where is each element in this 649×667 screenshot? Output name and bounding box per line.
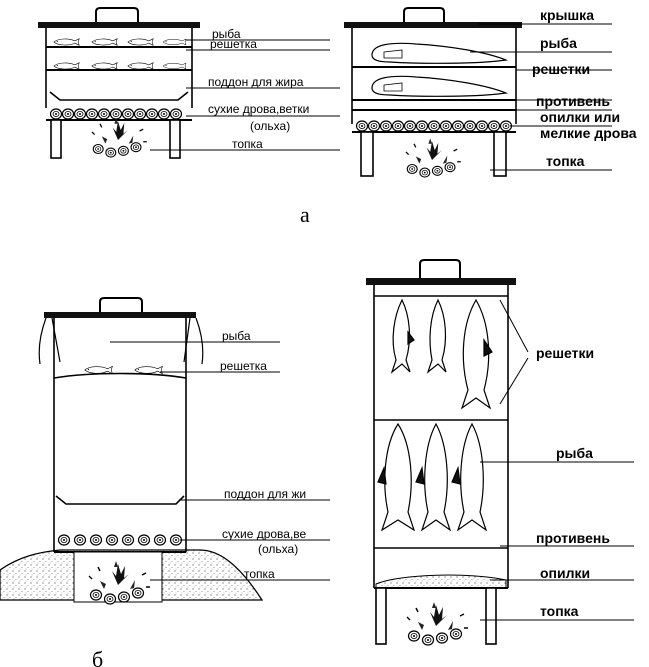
label-sawdust-1: опилки или	[540, 109, 620, 125]
fish-lower	[371, 75, 509, 97]
label-fish: рыба	[212, 27, 241, 41]
leg-right	[493, 131, 507, 177]
lid	[344, 22, 522, 28]
label-fish: рыба	[556, 445, 593, 461]
label-firebox: топка	[546, 153, 585, 169]
fat-tray	[55, 495, 185, 505]
fish-row-upper	[390, 298, 493, 410]
label-baking-tray: противень	[536, 530, 610, 546]
smoker-b-right: решетки рыба противень опилки топка	[366, 259, 634, 645]
label-grates: решетки	[532, 61, 590, 77]
fish-row-lower	[377, 422, 488, 532]
fire-icon	[92, 118, 147, 157]
figure-letter-a: а	[300, 202, 310, 227]
label-fat-tray: поддон для жи	[224, 487, 306, 501]
smoker-a-right: крышка рыба решетки противень опилки или…	[344, 7, 637, 177]
label-sawdust-2: мелкие дрова	[540, 125, 637, 141]
leg-left	[50, 119, 62, 159]
label-firebox: топка	[232, 137, 263, 151]
fish-row	[84, 366, 163, 374]
label-firebox: топка	[244, 567, 275, 581]
fire-icon	[406, 138, 461, 177]
wood-logs	[57, 534, 183, 546]
figure-letter-b: б	[92, 647, 103, 667]
label-lid: крышка	[540, 7, 594, 23]
label-fat-tray: поддон для жира	[208, 75, 304, 89]
label-grates: решетки	[536, 345, 594, 361]
lid-handle	[95, 7, 139, 22]
label-sawdust: опилки	[540, 565, 590, 581]
lid	[38, 22, 200, 28]
label-alder: (ольха)	[258, 542, 298, 556]
sawdust-pile	[375, 574, 507, 589]
sawdust-logs	[355, 120, 513, 132]
label-fish: рыба	[540, 35, 577, 51]
fish-upper	[371, 42, 509, 64]
fish-row-lower	[53, 62, 187, 70]
fish-row-upper	[53, 38, 187, 46]
label-firebox: топка	[540, 603, 579, 619]
smoker-b-left: рыба решетка поддон для жи сухие дрова,в…	[0, 297, 330, 604]
leg-left	[375, 587, 387, 645]
wood-logs	[49, 108, 183, 120]
lid	[44, 312, 196, 318]
lid-handle	[99, 297, 143, 312]
leg-right	[169, 119, 181, 159]
grate	[53, 372, 187, 379]
fat-tray	[49, 91, 189, 101]
label-grate: решетка	[220, 359, 267, 373]
leg-right	[485, 587, 497, 645]
lid-handle	[403, 7, 445, 22]
leg-left	[360, 131, 374, 177]
lid-handle	[419, 259, 461, 278]
lid	[366, 278, 516, 285]
label-alder: (ольха)	[250, 119, 290, 133]
label-baking-tray: противень	[536, 93, 610, 109]
label-dry-wood: сухие дрова,ветки	[208, 102, 309, 116]
smoker-a-left: рыба решетка поддон для жира сухие дрова…	[38, 7, 340, 159]
label-fish: рыба	[222, 329, 251, 343]
firebox-pit	[73, 551, 163, 603]
fire-icon	[407, 602, 468, 645]
label-grate: решетка	[210, 37, 257, 51]
label-dry-wood: сухие дрова,ве	[222, 527, 307, 541]
